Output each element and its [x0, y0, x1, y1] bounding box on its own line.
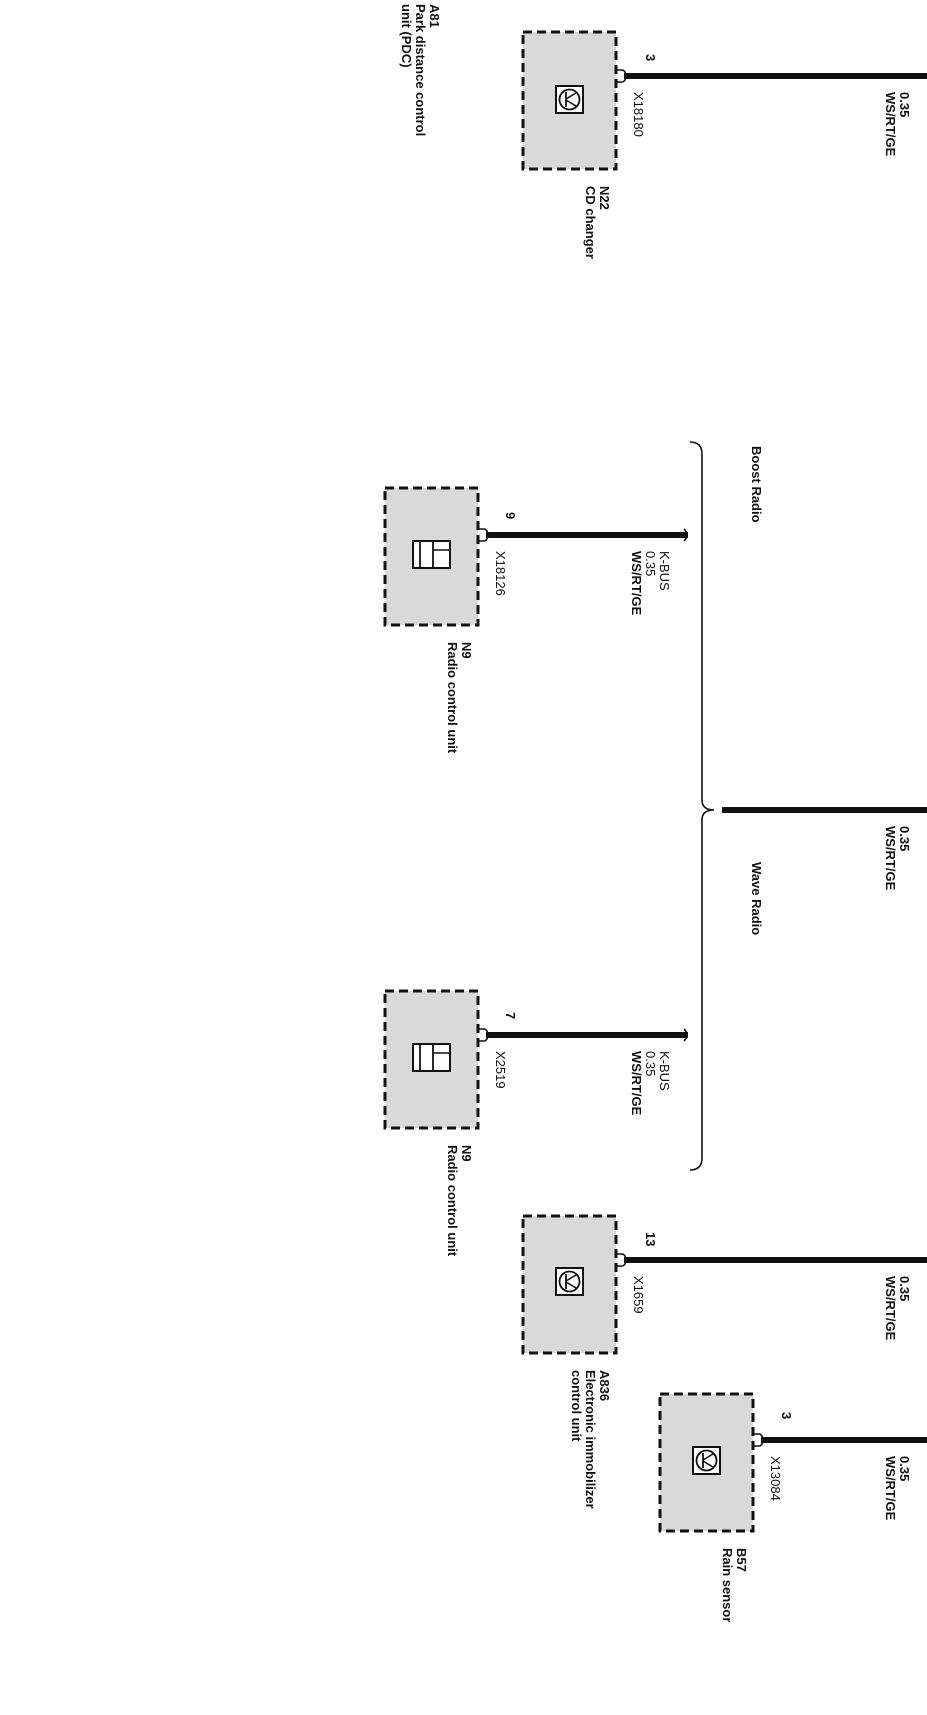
- cd-changer: 3 X18180 0.35 WS/RT/GE N22 CD changer: [521, 30, 927, 259]
- cd-changer-id: N22: [597, 186, 612, 210]
- cd-changer-wire-color: WS/RT/GE: [883, 92, 898, 157]
- option-bracket: [689, 441, 715, 1171]
- cd-changer-name: CD changer: [583, 186, 598, 259]
- pdc-name-line1: Park distance control: [413, 4, 428, 136]
- immobilizer-name-line1: Electronic immobilizer: [583, 1370, 598, 1509]
- immobilizer-wire-size: 0.35: [897, 1276, 912, 1301]
- option-boost-radio: Boost Radio: [749, 446, 764, 523]
- pdc-id: A81: [427, 4, 442, 28]
- trunk-wire-size: 0.35: [897, 826, 912, 851]
- radio-boost-connector: X18126: [493, 551, 508, 596]
- radio-boost-wire-size: 0.35: [643, 551, 658, 576]
- radio-wave-connector: X2519: [493, 1051, 508, 1089]
- rain-sensor-wire-label: 0.35 WS/RT/GE: [883, 1456, 912, 1521]
- immobilizer-label: A836 Electronic immobilizer control unit: [569, 1370, 612, 1509]
- cd-changer-label: N22 CD changer: [583, 186, 612, 259]
- immobilizer-id: A836: [597, 1370, 612, 1401]
- rain-sensor-id: B57: [734, 1548, 749, 1572]
- trunk-wire-label: 0.35 WS/RT/GE: [883, 826, 912, 891]
- immobilizer-wire-color: WS/RT/GE: [883, 1276, 898, 1341]
- bus-end-symbol: [683, 1028, 688, 1042]
- transistor-icon: [692, 1446, 721, 1475]
- radio-boost-bus: K-BUS: [657, 551, 672, 591]
- transistor-icon: [555, 1267, 584, 1296]
- immobilizer-name-line2: control unit: [569, 1370, 584, 1442]
- radio-wave-wire-size: 0.35: [643, 1051, 658, 1076]
- radio-boost-pin: 9: [503, 512, 518, 519]
- radio-icon: [412, 540, 451, 569]
- cd-changer-wire-label: 0.35 WS/RT/GE: [883, 92, 912, 157]
- radio-wave-id: N9: [459, 1145, 474, 1162]
- radio-boost-wire-label: K-BUS 0.35 WS/RT/GE: [629, 551, 672, 616]
- immobilizer-pin: 13: [643, 1232, 658, 1246]
- radio-wave-label: N9 Radio control unit: [445, 1145, 474, 1257]
- cd-changer-pin: 3: [643, 54, 658, 61]
- radio-icon: [412, 1043, 451, 1072]
- radio-wave-bus: K-BUS: [657, 1051, 672, 1091]
- immobilizer: 13 X1659 0.35 WS/RT/GE A836 Electronic i…: [521, 1214, 927, 1509]
- radio-boost-wire-color: WS/RT/GE: [629, 551, 644, 616]
- immobilizer-wire-label: 0.35 WS/RT/GE: [883, 1276, 912, 1341]
- rain-sensor-wire-size: 0.35: [897, 1456, 912, 1481]
- radio-wave-wire-color: WS/RT/GE: [629, 1051, 644, 1116]
- rain-sensor: 3 X13084 0.35 WS/RT/GE B57 Rain sensor: [658, 1392, 927, 1622]
- pdc-name-line2: unit (PDC): [399, 4, 414, 68]
- rain-sensor-connector: X13084: [768, 1456, 783, 1501]
- pdc-label: A81 Park distance control unit (PDC): [399, 4, 442, 136]
- rain-sensor-pin: 3: [779, 1412, 794, 1419]
- trunk-wire-color: WS/RT/GE: [883, 826, 898, 891]
- radio-boost-label: N9 Radio control unit: [445, 642, 474, 754]
- rain-sensor-name: Rain sensor: [720, 1548, 735, 1622]
- cd-changer-wire-size: 0.35: [897, 92, 912, 117]
- transistor-icon: [555, 85, 584, 114]
- rain-sensor-label: B57 Rain sensor: [720, 1548, 749, 1622]
- bus-end-symbol: [683, 528, 688, 542]
- radio-boost-id: N9: [459, 642, 474, 659]
- radio-wave-name: Radio control unit: [445, 1145, 460, 1257]
- option-wave-radio: Wave Radio: [749, 862, 764, 935]
- radio-wave-wire-label: K-BUS 0.35 WS/RT/GE: [629, 1051, 672, 1116]
- immobilizer-connector: X1659: [631, 1276, 646, 1314]
- rain-sensor-wire-color: WS/RT/GE: [883, 1456, 898, 1521]
- radio-boost-name: Radio control unit: [445, 642, 460, 754]
- radio-wave-pin: 7: [503, 1012, 518, 1019]
- radio-boost: 9 X18126 K-BUS 0.35 WS/RT/GE N9 Radio co…: [383, 486, 688, 754]
- radio-wave: 7 X2519 K-BUS 0.35 WS/RT/GE N9 Radio con…: [383, 989, 688, 1257]
- cd-changer-connector: X18180: [631, 92, 646, 137]
